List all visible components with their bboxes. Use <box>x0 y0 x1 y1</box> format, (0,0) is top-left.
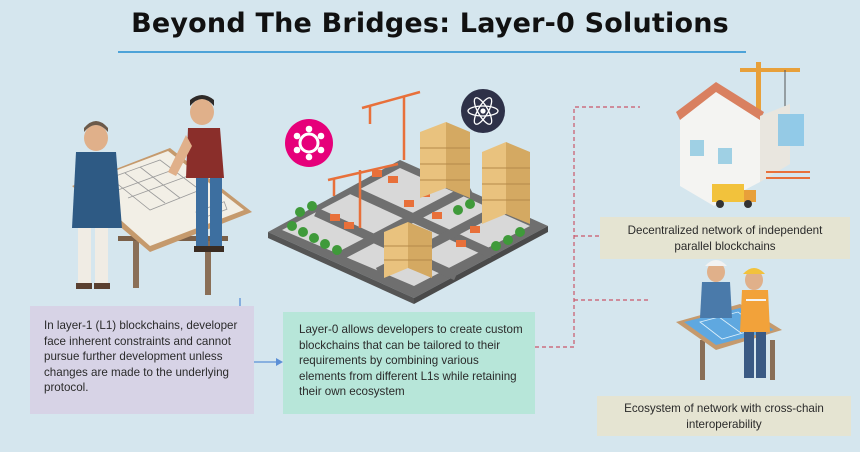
title-underline <box>118 51 746 53</box>
building-frame <box>482 142 530 224</box>
workers-blueprint-scene <box>676 260 782 380</box>
building-frame <box>384 222 432 278</box>
planning-architects-scene <box>72 95 252 295</box>
dashed-connector <box>535 106 650 348</box>
decentralized-network-box: Decentralized network of independent par… <box>600 217 850 259</box>
cross-chain-ecosystem-box: Ecosystem of network with cross-chain in… <box>597 396 851 436</box>
polkadot-logo-icon <box>285 119 333 167</box>
l0-description-box: Layer-0 allows developers to create cust… <box>283 312 535 414</box>
isometric-city-construction <box>268 90 548 304</box>
house-construction-scene <box>676 62 810 208</box>
crane <box>361 90 421 160</box>
l1-constraints-box: In layer-1 (L1) blockchains, developer f… <box>30 306 254 414</box>
building-frame <box>420 122 470 198</box>
crane <box>327 162 399 228</box>
page-title: Beyond The Bridges: Layer-0 Solutions <box>131 8 729 39</box>
cosmos-atom-logo-icon <box>461 89 505 133</box>
